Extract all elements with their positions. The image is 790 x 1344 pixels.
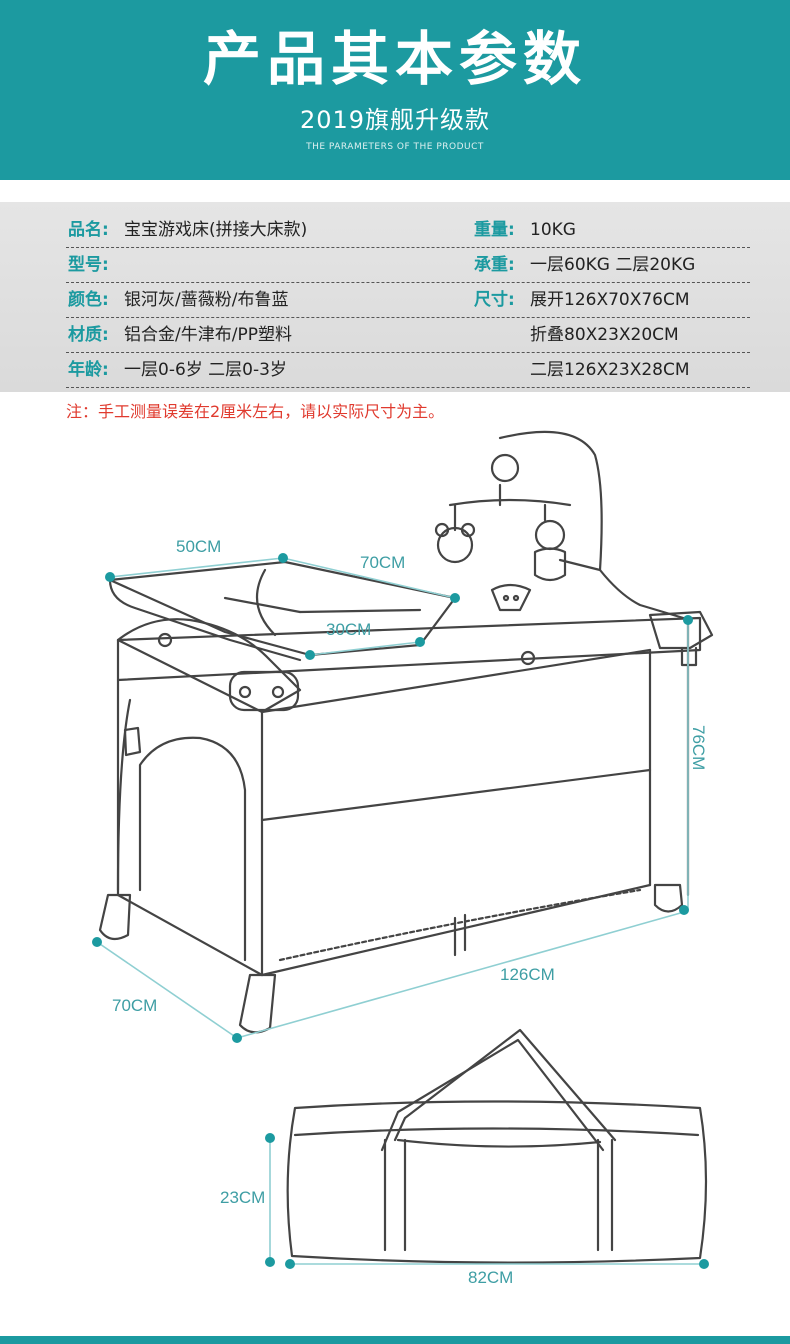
measurement-note: 注：手工测量误差在2厘米左右，请以实际尺寸为主。 (66, 402, 445, 421)
page-subtitle-en: THE PARAMETERS OF THE PRODUCT (306, 142, 484, 152)
dimension-label-height: 76CM (689, 725, 708, 771)
bottom-accent-line (0, 1336, 790, 1344)
spec-row: 年龄: 一层0-6岁 二层0-3岁 二层126X23X28CM (66, 353, 750, 388)
spec-label: 年龄: (68, 360, 109, 380)
spec-value: 展开126X70X76CM (530, 290, 690, 310)
dimension-label-changer-width: 50CM (176, 537, 222, 556)
spec-value: 一层60KG 二层20KG (530, 255, 696, 275)
dimension-endpoints (92, 553, 709, 1269)
header-banner: 产品其本参数 2019旗舰升级款 THE PARAMETERS OF THE P… (0, 0, 790, 180)
spec-label: 品名: (68, 220, 109, 240)
spec-label: 尺寸: (474, 290, 515, 310)
dimension-lines (96, 557, 704, 1265)
storage-bag-drawing (286, 1028, 708, 1264)
playpen-crib-drawing (98, 610, 714, 1034)
spec-row: 材质: 铝合金/牛津布/PP塑料 折叠80X23X20CM (66, 318, 750, 353)
spec-label: 型号: (68, 255, 109, 275)
spec-label: 承重: (474, 255, 515, 275)
page-subtitle: 2019旗舰升级款 (299, 106, 491, 134)
spec-value: 折叠80X23X20CM (530, 325, 679, 345)
spec-value: 铝合金/牛津布/PP塑料 (124, 325, 292, 345)
spec-label: 材质: (68, 325, 109, 345)
dimension-label-crib-length: 126CM (500, 965, 555, 984)
spec-label: 重量: (474, 220, 515, 240)
dimension-label-bag-height: 23CM (220, 1188, 266, 1207)
page-title: 产品其本参数 (202, 25, 587, 93)
spec-row: 型号: 承重: 一层60KG 二层20KG (66, 248, 750, 283)
spec-value: 一层0-6岁 二层0-3岁 (124, 360, 287, 380)
dimension-label-changer-depth: 30CM (326, 620, 372, 639)
spec-value: 二层126X23X28CM (530, 360, 690, 380)
mobile-toy-drawing (434, 430, 692, 622)
dimension-label-bag-length: 82CM (468, 1268, 514, 1287)
spec-row: 品名: 宝宝游戏床(拼接大床款) 重量: 10KG (66, 213, 750, 248)
spec-value: 宝宝游戏床(拼接大床款) (124, 220, 308, 240)
spec-label: 颜色: (68, 290, 109, 310)
dimension-label-crib-width: 70CM (112, 996, 158, 1015)
spec-table-background (0, 202, 790, 392)
dimension-label-changer-length: 70CM (360, 553, 406, 572)
spec-value: 银河灰/蔷薇粉/布鲁蓝 (124, 290, 289, 310)
spec-value: 10KG (530, 220, 576, 240)
spec-row: 颜色: 银河灰/蔷薇粉/布鲁蓝 尺寸: 展开126X70X76CM (66, 283, 750, 318)
